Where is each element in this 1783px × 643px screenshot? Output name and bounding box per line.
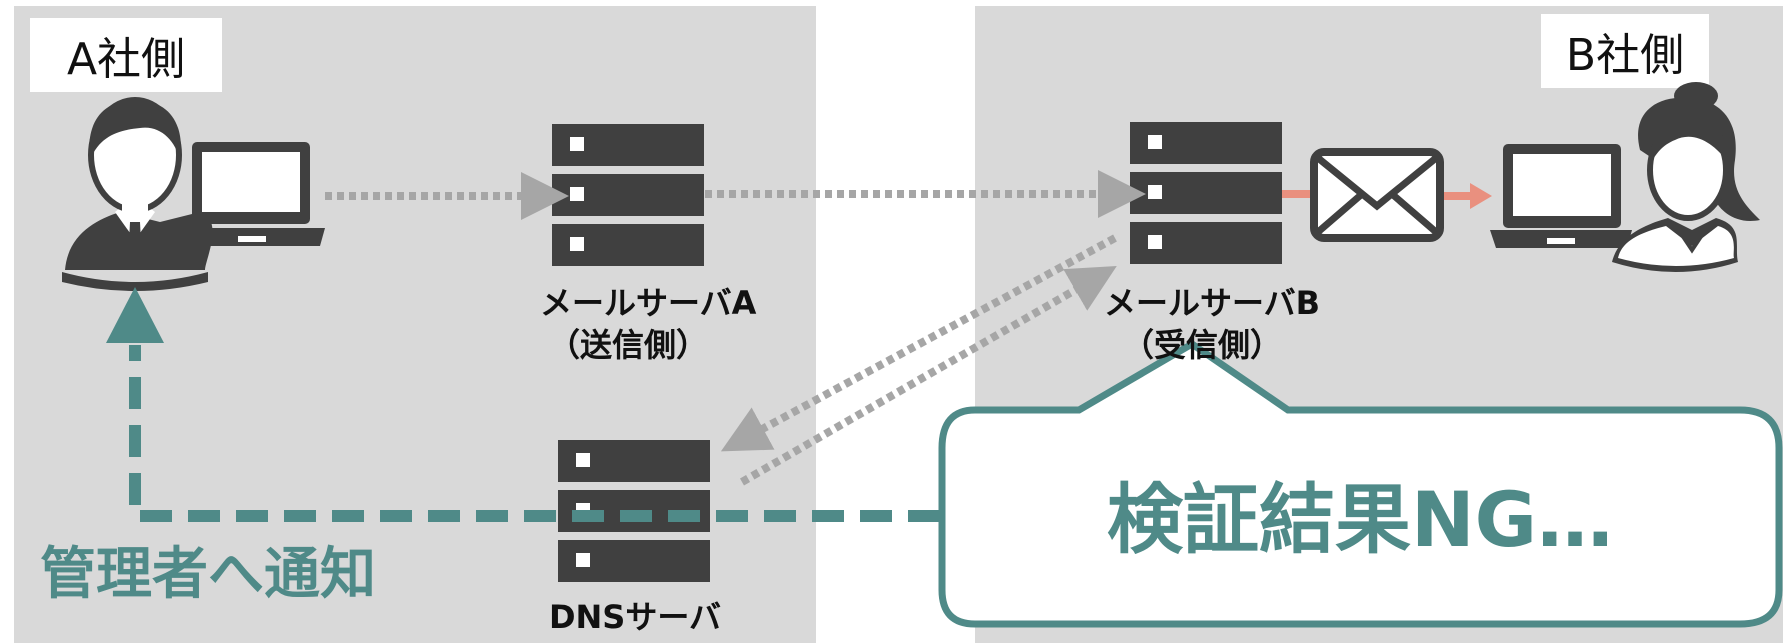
notify-admin-text: 管理者へ通知 bbox=[40, 542, 376, 607]
server-b-role: （受信側） bbox=[1121, 326, 1282, 364]
female-user-icon bbox=[1612, 82, 1760, 272]
side-a-label: A社側 bbox=[30, 18, 222, 92]
mail-server-a-icon bbox=[552, 124, 704, 266]
arrow-dns-to-server-b bbox=[740, 266, 1117, 486]
side-b-label: B社側 bbox=[1541, 14, 1709, 88]
callout-bubble bbox=[938, 339, 1783, 628]
notify-arrow-head bbox=[106, 287, 164, 343]
arrow-server-b-to-dns bbox=[720, 234, 1117, 452]
server-b-name: メールサーバB bbox=[1104, 284, 1321, 322]
server-a-name: メールサーバA bbox=[540, 284, 757, 322]
dns-server-icon bbox=[558, 440, 710, 582]
envelope-icon bbox=[1310, 148, 1444, 242]
laptop-a-icon bbox=[180, 142, 325, 246]
mail-server-b-icon bbox=[1130, 122, 1282, 264]
notify-dashed-line bbox=[129, 345, 940, 522]
mail-arrow-head bbox=[1470, 183, 1492, 209]
callout-text: 検証結果NG… bbox=[1107, 475, 1613, 564]
server-a-role: （送信側） bbox=[547, 326, 708, 364]
dns-server-label: DNSサーバ bbox=[548, 598, 722, 636]
server-a-label: メールサーバA （送信側） bbox=[540, 282, 757, 366]
male-user-icon bbox=[62, 97, 213, 291]
server-b-label: メールサーバB （受信側） bbox=[1104, 282, 1321, 366]
laptop-b-icon bbox=[1490, 144, 1632, 248]
